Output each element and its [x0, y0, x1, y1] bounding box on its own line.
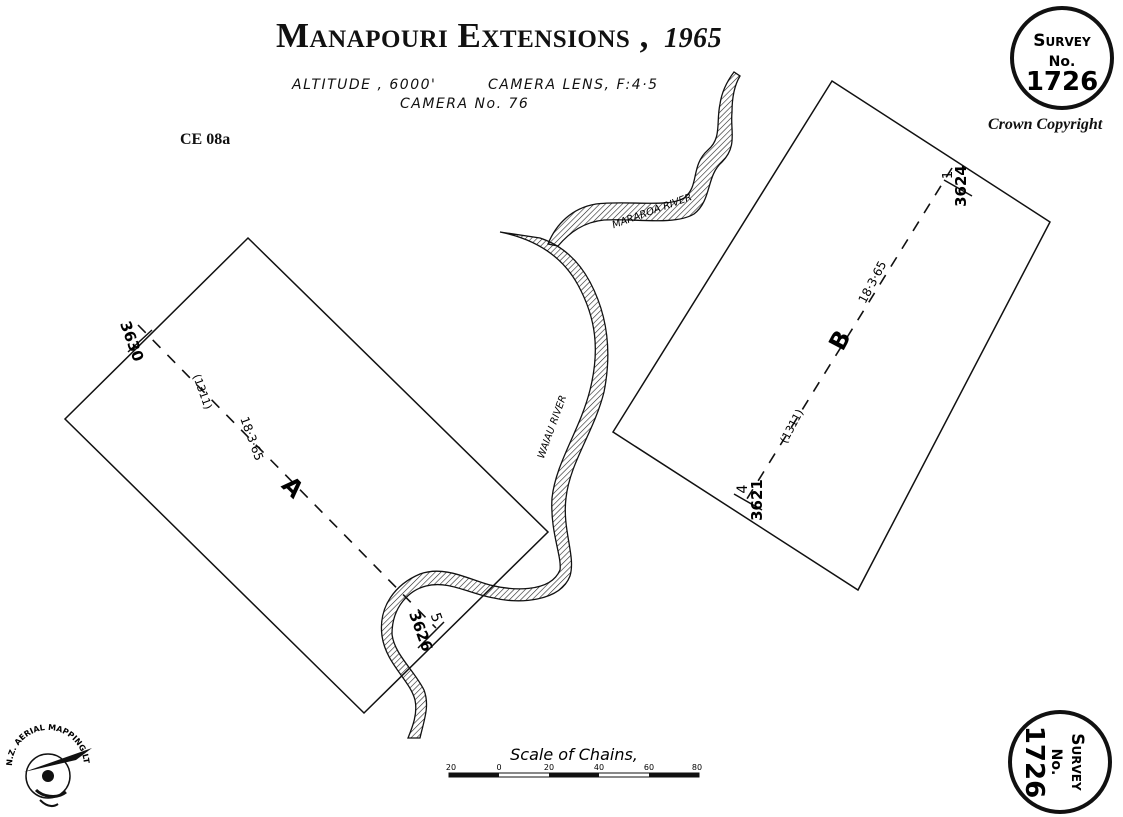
frame-b-outline [611, 79, 1051, 592]
logo-text: N.Z. AERIAL MAPPING LTD. [0, 0, 91, 766]
survey-stamp-number: 1726 [1026, 67, 1098, 97]
map-title-separator: , [639, 16, 649, 55]
scale-tick-3: 40 [594, 763, 604, 772]
survey-stamp-bottom-word: Survey [1067, 733, 1087, 791]
run-a-letter: A [276, 471, 309, 504]
survey-stamp-bottom-number: 1726 [1019, 726, 1049, 798]
run-a-date: 18·3·65 [237, 415, 266, 463]
scale-bar: Scale of Chains, 20 0 20 40 60 80 [446, 745, 702, 778]
scale-tick-4: 60 [644, 763, 654, 772]
survey-stamp-bottom-no: No. [1048, 749, 1064, 776]
altitude-label: ALTITUDE , 6000' [292, 77, 437, 93]
run-b-end-no: 4 [735, 484, 751, 493]
survey-stamp-bottom: Survey No. 1726 [1008, 710, 1112, 814]
copyright-notice: Crown Copyright [988, 116, 1103, 133]
run-b-number: (1311) [778, 407, 807, 445]
photo-frame-b: 1 3624 18·3·65 B (1311) 4 3621 [611, 79, 1051, 592]
run-b-end-photo: 3621 [748, 479, 766, 521]
map-title-text: Manapouri Extensions [276, 16, 631, 55]
camera-number-label: CAMERA No. 76 [400, 96, 530, 112]
sheet-reference: CE 08a [180, 131, 231, 148]
flight-line-b [744, 167, 953, 503]
camera-lens-label: CAMERA LENS, F:4·5 [488, 77, 659, 93]
run-b-date: 18·3·65 [856, 259, 890, 306]
scale-title: Scale of Chains, [510, 745, 638, 764]
waiau-river [380, 231, 609, 739]
scale-tick-2: 20 [544, 763, 554, 772]
run-a-end-no: 5 [427, 611, 445, 625]
map-title-year: 1965 [664, 23, 723, 54]
scale-tick-0: 20 [446, 763, 456, 772]
survey-stamp-word: Survey [1033, 31, 1091, 51]
photo-frame-a: 3630 (1311) 18·3·65 A 5 3626 [63, 236, 550, 715]
scale-tick-1: 0 [496, 763, 501, 772]
run-b-start-no: 1 [941, 171, 956, 179]
survey-stamp-no: No. [1049, 54, 1076, 70]
run-a-number: (1311) [190, 372, 215, 411]
scale-tick-5: 80 [692, 763, 702, 772]
survey-stamp-top: Survey No. 1726 [1010, 6, 1114, 110]
frame-a-outline [63, 236, 550, 715]
flight-line-a [137, 324, 437, 629]
nz-aerial-mapping-logo: N.Z. AERIAL MAPPING LTD. [0, 0, 92, 808]
run-b-start-photo: 3624 [952, 165, 970, 207]
waiau-river-label: WAIAU RIVER [536, 394, 569, 460]
map-title: Manapouri Extensions , 1965 [276, 16, 722, 56]
mararoa-river [547, 71, 741, 247]
